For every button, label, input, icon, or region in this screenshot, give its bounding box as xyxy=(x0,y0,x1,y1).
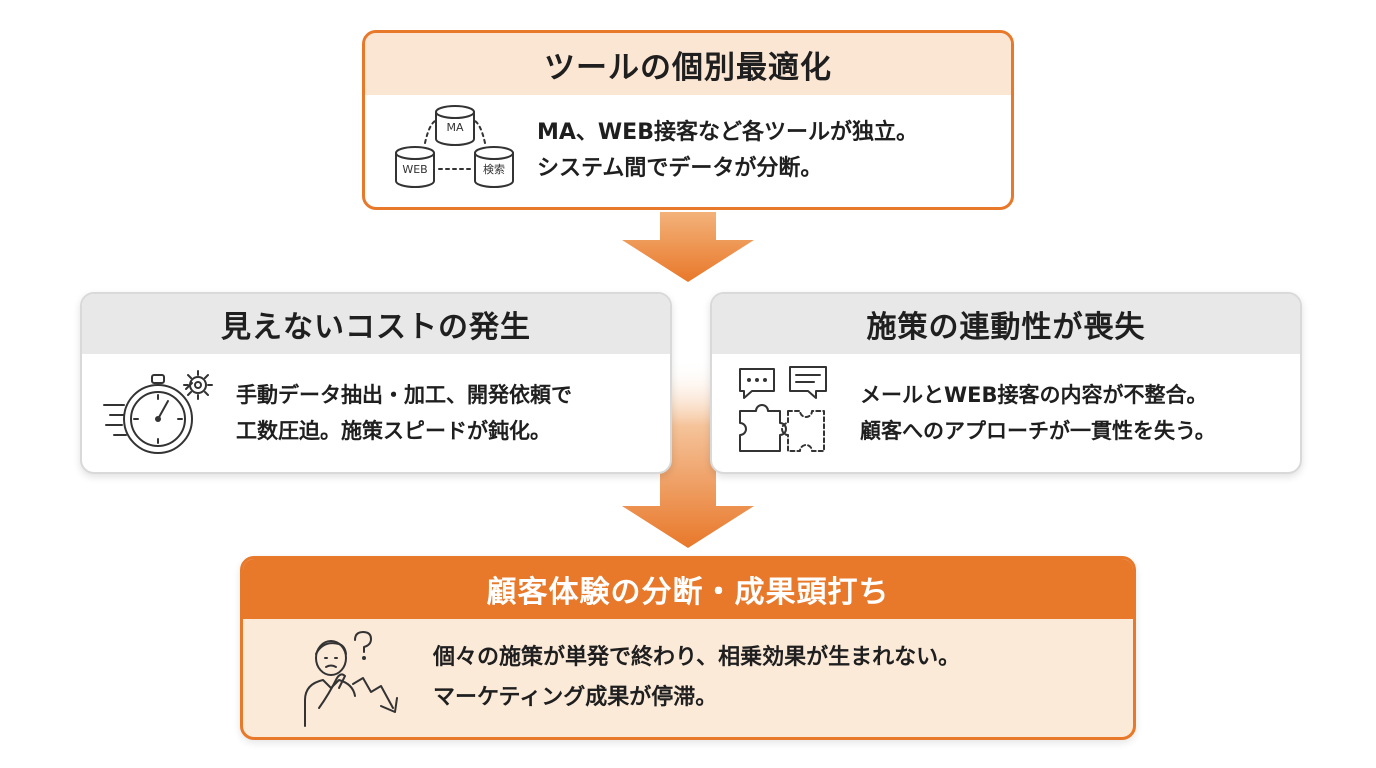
db-label-search: 検索 xyxy=(483,162,505,176)
lost-coordination-description: メールとWEB接客の内容が不整合。 顧客へのアプローチが一貫性を失う。 xyxy=(860,377,1216,449)
tool-optimization-title: ツールの個別最適化 xyxy=(365,33,1011,95)
hidden-cost-description: 手動データ抽出・加工、開発依頼で 工数圧迫。施策スピードが鈍化。 xyxy=(236,377,572,449)
customer-experience-box: 顧客体験の分断・成果頭打ち 個々の施策が単発で終わり、相乗効果が生まれない。 マ… xyxy=(240,556,1136,740)
text-line: システム間でデータが分断。 xyxy=(537,156,823,181)
hidden-cost-box: 見えないコストの発生 手動データ抽出・加工、開発依頼で 工数圧迫。施策スピードが… xyxy=(80,292,672,474)
text-line: 工数圧迫。施策スピードが鈍化。 xyxy=(236,419,551,443)
db-label-web: WEB xyxy=(402,163,427,176)
lost-coordination-box: 施策の連動性が喪失 メールとWEB接客の内容が不整合。 顧客へのアプローチが一貫… xyxy=(710,292,1302,474)
down-arrow-bottom xyxy=(622,360,754,548)
tool-optimization-description: MA、WEB接客など各ツールが独立。 システム間でデータが分断。 xyxy=(537,115,918,187)
text-line: MA、WEB接客など各ツールが独立。 xyxy=(537,120,918,145)
chat-puzzle-icon xyxy=(739,366,827,452)
text-line: 個々の施策が単発で終わり、相乗効果が生まれない。 xyxy=(433,645,961,670)
customer-experience-body: 個々の施策が単発で終わり、相乗効果が生まれない。 マーケティング成果が停滞。 xyxy=(243,619,1133,737)
text-line: 顧客へのアプローチが一貫性を失う。 xyxy=(860,419,1216,443)
confused-person-icon xyxy=(304,631,398,727)
text-line: 手動データ抽出・加工、開発依頼で xyxy=(236,383,572,407)
tool-optimization-body: MA WEB 検索 MA、WEB接客など各ツールが独立。 システム間でデータが分… xyxy=(365,95,1011,207)
stopwatch-gear-icon xyxy=(103,370,213,454)
lost-coordination-body: メールとWEB接客の内容が不整合。 顧客へのアプローチが一貫性を失う。 xyxy=(712,354,1300,472)
database-cylinders-icon: MA WEB 検索 xyxy=(395,105,514,188)
text-line: メールとWEB接客の内容が不整合。 xyxy=(860,383,1208,407)
down-arrow-top xyxy=(622,212,754,282)
customer-experience-description: 個々の施策が単発で終わり、相乗効果が生まれない。 マーケティング成果が停滞。 xyxy=(433,638,960,718)
hidden-cost-body: 手動データ抽出・加工、開発依頼で 工数圧迫。施策スピードが鈍化。 xyxy=(82,354,670,472)
db-label-ma: MA xyxy=(446,121,463,134)
tool-optimization-box: ツールの個別最適化 MA WEB 検索 MA、WEB接客など各ツールが独立。 シ… xyxy=(362,30,1014,210)
lost-coordination-title: 施策の連動性が喪失 xyxy=(712,294,1300,354)
text-line: マーケティング成果が停滞。 xyxy=(433,685,718,710)
customer-experience-title: 顧客体験の分断・成果頭打ち xyxy=(243,559,1133,619)
hidden-cost-title: 見えないコストの発生 xyxy=(82,294,670,354)
